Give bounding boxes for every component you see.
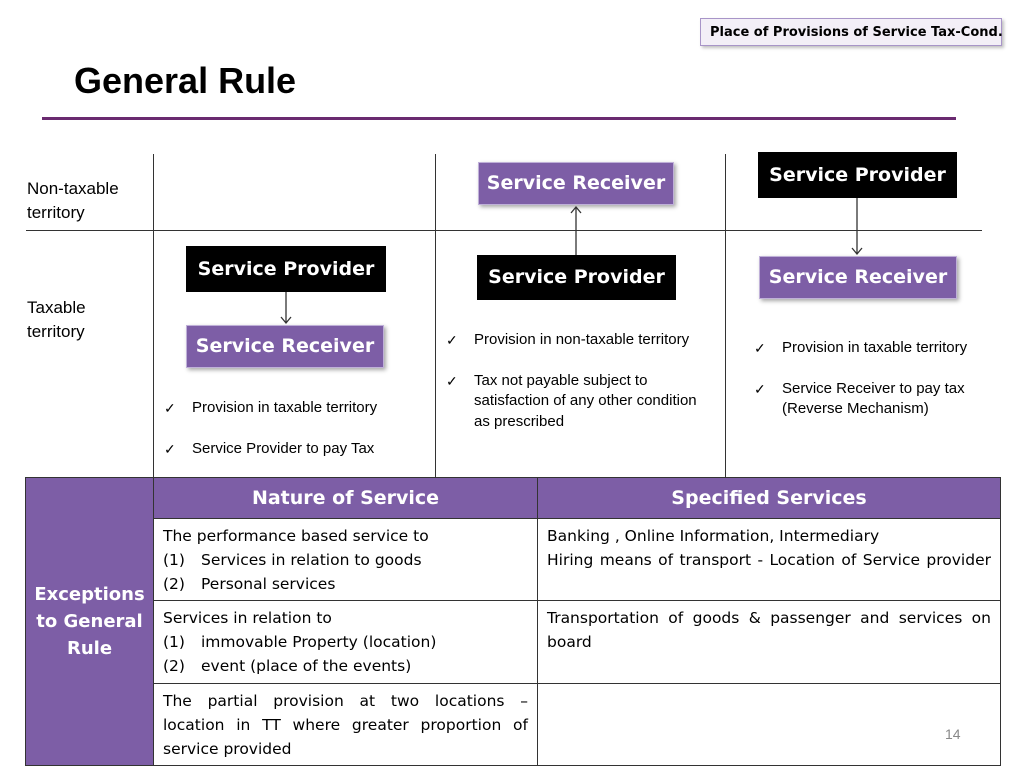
zone-label-taxable: Taxable territory — [27, 298, 86, 341]
list-item: ✓Service Provider to pay Tax — [164, 439, 434, 460]
title-underline — [42, 117, 956, 120]
scenario-3-service-receiver: Service Receiver — [759, 256, 957, 299]
table-row: The performance based service to (1)Serv… — [26, 518, 1001, 601]
arrow-up-icon — [570, 205, 582, 257]
checkmark-icon: ✓ — [164, 440, 176, 457]
scenario-2-service-provider: Service Provider — [477, 255, 676, 300]
list-item: (2)Personal services — [163, 575, 336, 593]
list-item: ✓Service Receiver to pay tax (Reverse Me… — [754, 379, 965, 418]
table-header-row: Exceptions to General Rule Nature of Ser… — [25, 477, 1001, 766]
checkmark-icon: ✓ — [446, 332, 458, 348]
exceptions-table: Exceptions to General Rule Nature of Ser… — [25, 477, 1001, 766]
list-item: (1)Services in relation to goods — [163, 551, 422, 569]
checkmark-icon: ✓ — [754, 380, 766, 397]
page-number: 14 — [945, 726, 961, 742]
nature-cell: The partial provision at two locations –… — [153, 683, 538, 766]
list-item: (2)event (place of the events) — [163, 657, 412, 675]
column-divider-1 — [153, 154, 154, 478]
specified-cell: Transportation of goods & passenger and … — [537, 600, 1001, 684]
column-header-nature: Nature of Service — [153, 477, 538, 519]
scenario-3-notes: ✓Provision in taxable territory ✓Service… — [754, 338, 994, 420]
list-item: ✓Tax not payable subject to satisfaction… — [446, 371, 697, 430]
table-row: Services in relation to (1)immovable Pro… — [26, 600, 1001, 684]
checkmark-icon: ✓ — [446, 372, 458, 389]
column-divider-3 — [725, 154, 726, 478]
nature-cell: Services in relation to (1)immovable Pro… — [153, 600, 538, 684]
list-item: ✓Provision in taxable territory — [754, 338, 994, 359]
scenario-1-notes: ✓Provision in taxable territory ✓Service… — [164, 398, 434, 459]
scenario-1-service-provider: Service Provider — [186, 246, 386, 292]
list-item: ✓Provision in taxable territory — [164, 398, 434, 419]
scenario-3-service-provider: Service Provider — [758, 152, 957, 198]
nature-cell: The performance based service to (1)Serv… — [153, 518, 538, 601]
specified-cell: Banking , Online Information, Intermedia… — [537, 518, 1001, 601]
scenario-1-service-receiver: Service Receiver — [186, 325, 384, 368]
column-divider-2 — [435, 154, 436, 478]
exceptions-side-label: Exceptions to General Rule — [25, 477, 154, 766]
checkmark-icon: ✓ — [164, 400, 176, 416]
page-title: General Rule — [74, 60, 297, 101]
table-row: The partial provision at two locations –… — [26, 683, 1001, 766]
list-item: (1)immovable Property (location) — [163, 633, 437, 651]
arrow-down-icon — [280, 292, 292, 325]
zone-label-non-taxable: Non-taxable territory — [27, 179, 119, 222]
scenario-2-notes: ✓Provision in non-taxable territory ✓Tax… — [446, 330, 708, 432]
scenario-2-service-receiver: Service Receiver — [478, 162, 674, 205]
slide-tag: Place of Provisions of Service Tax-Cond. — [700, 18, 1003, 46]
checkmark-icon: ✓ — [754, 340, 766, 356]
list-item: ✓Provision in non-taxable territory — [446, 330, 708, 351]
zone-divider — [26, 230, 982, 231]
column-header-specified: Specified Services — [537, 477, 1001, 519]
specified-cell — [537, 683, 1001, 766]
arrow-down-icon — [851, 198, 863, 256]
